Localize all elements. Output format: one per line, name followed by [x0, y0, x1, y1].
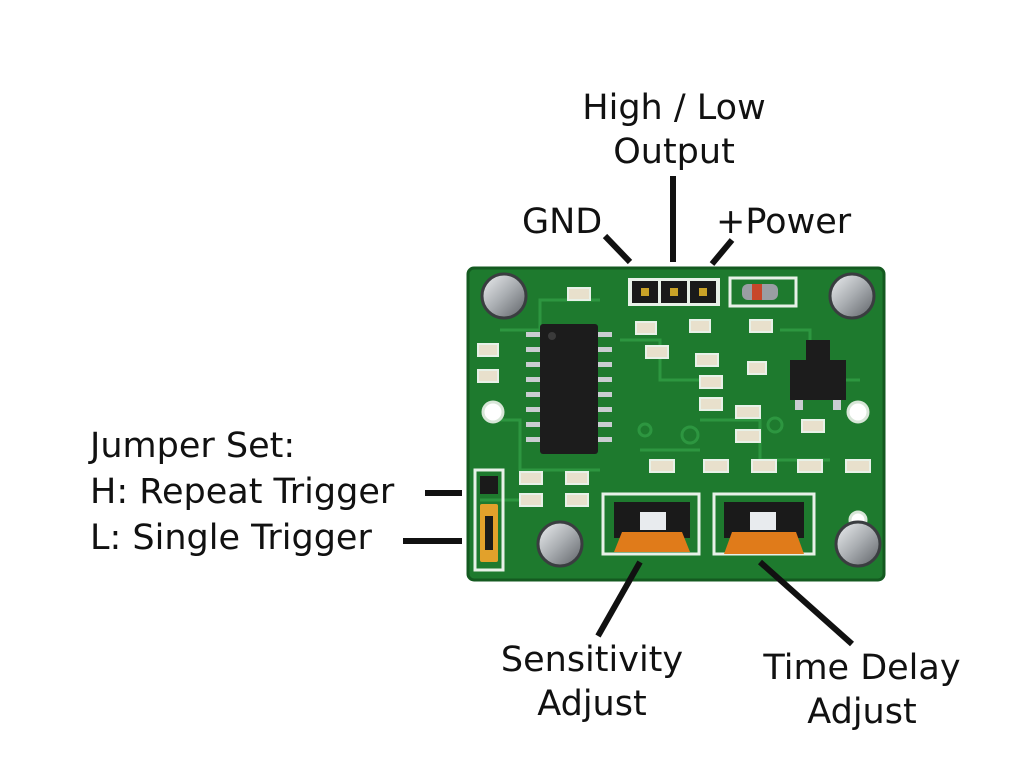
leader-lines	[403, 176, 854, 647]
output-label-line2: Output	[613, 132, 735, 172]
leader-time-delay	[758, 559, 854, 647]
time-delay-label-line2: Adjust	[807, 692, 917, 732]
output-label-line1: High / Low	[582, 88, 766, 128]
time-delay-label-line1: Time Delay	[763, 648, 961, 688]
power-label: +Power	[716, 202, 852, 242]
jumper-h-label: H: Repeat Trigger	[90, 472, 395, 512]
sensitivity-label-line1: Sensitivity	[500, 640, 684, 680]
regulator-icon	[790, 340, 846, 410]
leader-sensitivity	[595, 560, 643, 638]
jumper-title-label: Jumper Set:	[90, 426, 296, 466]
jumper-icon	[473, 468, 505, 572]
ic-chip-icon	[526, 324, 612, 454]
smd-component-icon	[477, 287, 871, 507]
potentiometer-icon	[601, 492, 816, 556]
gnd-label: GND	[522, 202, 603, 242]
pin-header-icon	[628, 278, 720, 306]
leader-gnd	[602, 233, 633, 265]
leader-power	[709, 238, 735, 266]
sensitivity-label-line2: Adjust	[537, 684, 647, 724]
capacitor-icon	[480, 272, 882, 568]
jumper-l-label: L: Single Trigger	[90, 518, 372, 558]
diode-icon	[728, 276, 798, 308]
